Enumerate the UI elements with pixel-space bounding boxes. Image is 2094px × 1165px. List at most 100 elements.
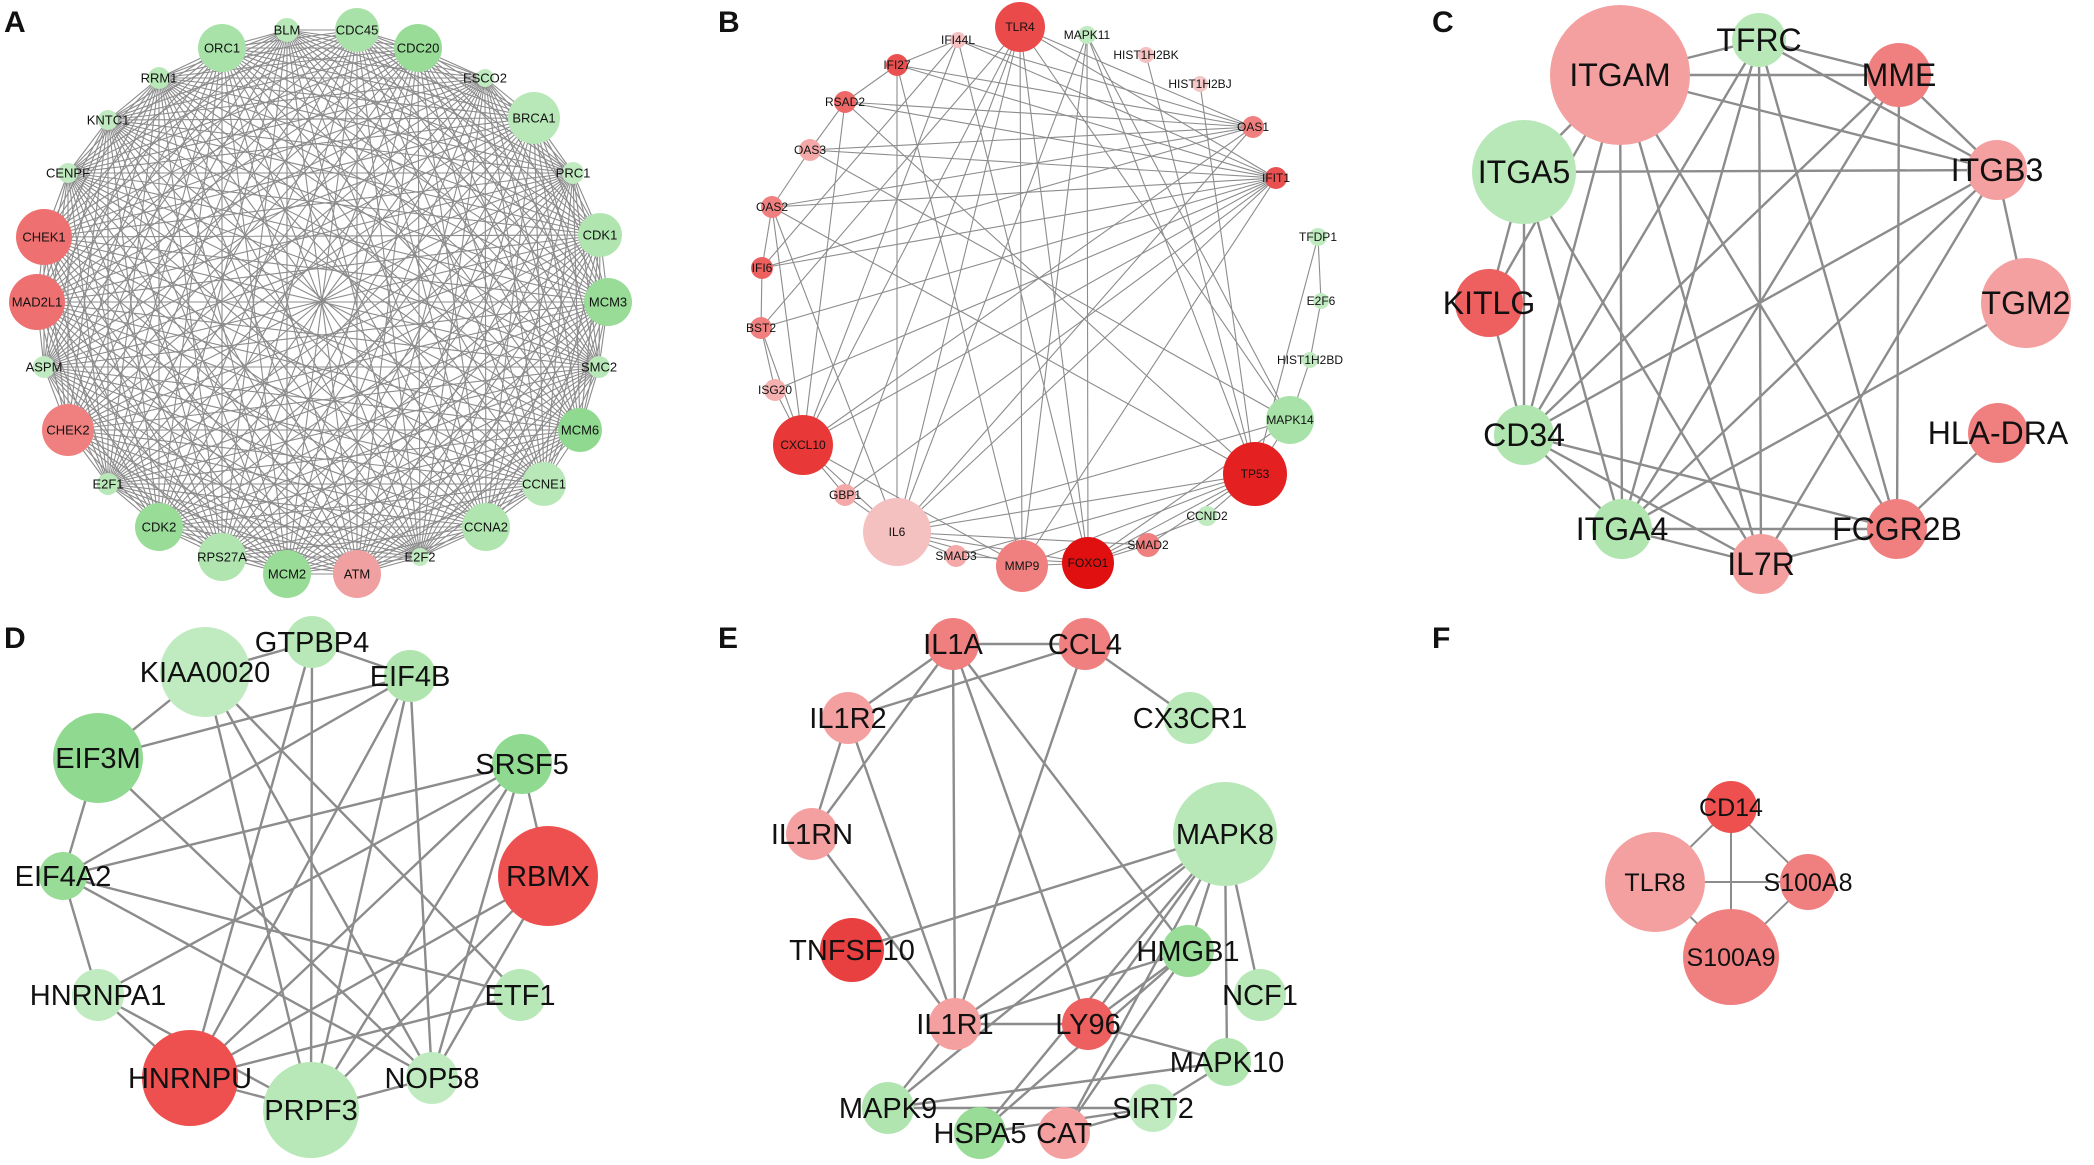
network-edge [1021, 34, 1088, 567]
network-edge [850, 832, 1227, 952]
node-label: MAPK9 [839, 1093, 937, 1125]
network-edge [43, 236, 160, 528]
node-label: IFI6 [752, 261, 773, 275]
network-node: TFDP1 [1299, 228, 1337, 246]
node-circle [799, 139, 821, 161]
network-node: EIF3M [53, 713, 143, 803]
node-label: HIST1H2BD [1277, 353, 1343, 367]
node-label: RPS27A [197, 550, 247, 565]
network-edge [67, 172, 358, 575]
network-node: SMAD3 [935, 545, 977, 567]
node-circle [773, 415, 833, 475]
network-node: ITGA4 [1576, 499, 1668, 559]
network-node: EIF4B [370, 650, 451, 702]
network-edge [1019, 26, 1254, 128]
node-label: ASPM [26, 360, 63, 375]
node-label: ITGA4 [1576, 511, 1668, 547]
node-circle [384, 650, 436, 702]
network-edge [107, 119, 574, 174]
network-edge [1086, 34, 1256, 475]
node-circle [9, 274, 65, 330]
network-edge [356, 301, 609, 575]
node-label: TGM2 [1982, 285, 2071, 321]
node-label: MAD2L1 [12, 295, 63, 310]
network-edge [221, 47, 601, 236]
network-edge [67, 172, 601, 236]
network-node: ITGB3 [1951, 140, 2043, 200]
network-edge [1522, 73, 1901, 437]
node-label: MME [1862, 57, 1937, 93]
panel-e: E IL1A CCL4 IL1R2 CX3CR1 IL1RN MAPK8 TNF… [718, 618, 1298, 1159]
network-node: E2F1 [92, 473, 124, 495]
node-circle [1062, 537, 1114, 589]
network-edge [107, 483, 358, 575]
network-edge [1522, 170, 1624, 531]
network-node: LY96 [1055, 998, 1121, 1050]
network-edge [61, 874, 434, 1080]
node-circle [1867, 499, 1927, 559]
network-node: BST2 [746, 317, 776, 339]
network-node: ISG20 [758, 379, 792, 401]
network-node: SMAD2 [1127, 533, 1169, 557]
network-edge [43, 366, 358, 575]
node-circle [1732, 13, 1786, 67]
node-circle [786, 808, 838, 860]
network-node: HNRNPU [128, 1030, 252, 1126]
node-circle [462, 503, 510, 551]
network-node: OAS2 [756, 196, 788, 218]
node-circle [1731, 534, 1791, 594]
node-label: EIF4B [370, 661, 451, 693]
network-node: IL7R [1727, 534, 1795, 594]
node-label: CD14 [1699, 794, 1763, 822]
network-edge [107, 483, 288, 575]
network-node: NOP58 [384, 1052, 480, 1104]
network-edge [846, 716, 957, 1026]
node-label: ITGAM [1569, 57, 1670, 93]
network-edge [221, 47, 581, 431]
node-label: TFDP1 [1299, 230, 1337, 244]
network-node: CCND2 [1186, 506, 1228, 526]
node-circle [198, 533, 246, 581]
network-node: OAS1 [1237, 116, 1269, 138]
network-edge [107, 119, 160, 528]
network-node: ETF1 [485, 969, 555, 1021]
network-edge [761, 177, 1277, 269]
network-edge [107, 47, 223, 485]
network-node: KIAA0020 [140, 627, 270, 717]
network-node: MAPK14 [1266, 396, 1314, 444]
network-edge [158, 172, 574, 528]
node-label: KNTC1 [87, 113, 130, 128]
network-edge [417, 47, 600, 368]
network-edge [1620, 168, 1999, 531]
network-node: CCL4 [1048, 618, 1122, 670]
network-edge [771, 149, 811, 208]
network-edge [107, 366, 600, 485]
network-edge [761, 39, 959, 269]
network-edge [67, 117, 535, 174]
network-edge [36, 301, 421, 558]
node-label: MCM3 [589, 295, 627, 310]
network-edge [896, 64, 1023, 567]
network-edge [1618, 73, 1899, 531]
network-edge [951, 642, 957, 1026]
network-node: IL1RN [771, 808, 853, 860]
network-node: E2F6 [1307, 293, 1336, 309]
network-edge [158, 29, 358, 79]
network-edge [67, 119, 109, 431]
node-label: IL1A [923, 629, 983, 661]
node-circle [263, 550, 311, 598]
network-node: CCNA2 [462, 503, 510, 551]
network-edge [802, 39, 959, 446]
network-edge [408, 674, 434, 1080]
network-edge [802, 177, 1277, 446]
node-circle [1472, 120, 1576, 224]
node-label: IFIT1 [1262, 171, 1290, 185]
network-node: MAPK11 [1064, 26, 1111, 44]
panel-d: D GTPBP4 KIAA0020 EIF4B EIF3M SRSF5 RBMX… [4, 616, 598, 1158]
node-label: IFI44L [941, 33, 975, 47]
node-circle [286, 616, 338, 668]
node-label: IL7R [1727, 546, 1795, 582]
node-circle [1705, 781, 1757, 833]
network-edge [107, 483, 487, 528]
